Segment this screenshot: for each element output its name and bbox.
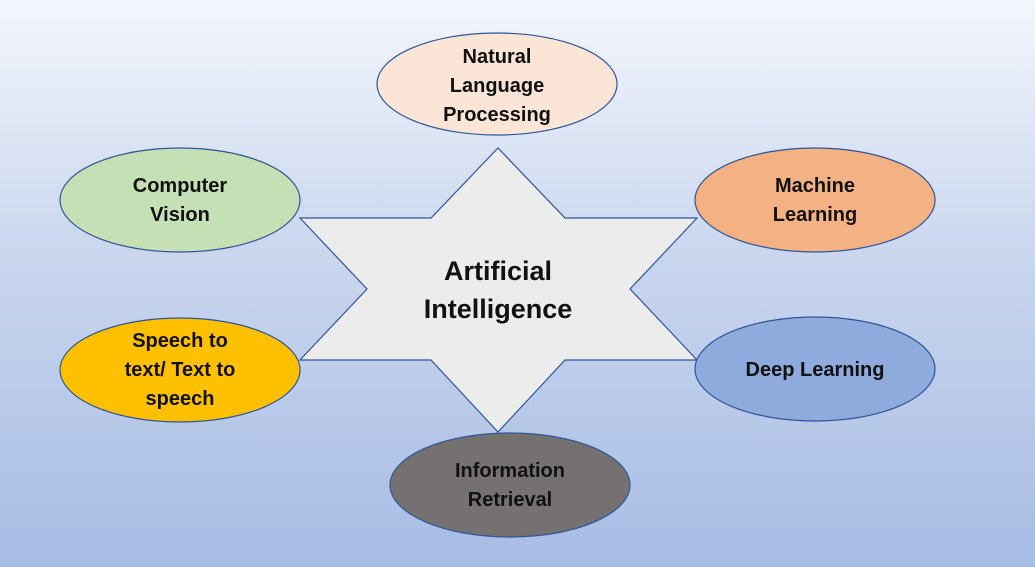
center-star-shape [298, 147, 699, 433]
node-label-line: Information [455, 460, 565, 482]
node-label-line: speech [146, 388, 215, 410]
node-label-line: Language [450, 75, 544, 97]
node-label-line: Natural [463, 46, 532, 68]
node-ellipse [376, 32, 618, 136]
node-label-line: Machine [775, 175, 855, 197]
node-label-line: Learning [773, 204, 857, 226]
node-label-line: text/ Text to [125, 359, 236, 381]
node-ellipse [694, 316, 936, 422]
node-ellipse [59, 317, 301, 423]
node-label-line: Deep Learning [746, 359, 885, 381]
node-label-line: Retrieval [468, 489, 553, 511]
node-deep-learning: Deep Learning [694, 316, 936, 422]
node-information-retrieval: Information Retrieval [389, 432, 631, 538]
node-ellipse [59, 147, 301, 253]
node-label-line: Vision [150, 204, 210, 226]
node-speech-to-text: Speech to text/ Text to speech [59, 317, 301, 423]
node-label-line: Computer [133, 175, 228, 197]
center-label-line-2: Intelligence [424, 294, 573, 324]
center-label-line-1: Artificial [444, 256, 552, 286]
node-natural-language-processing: Natural Language Processing [376, 32, 618, 136]
node-label-line: Processing [443, 104, 551, 126]
node-ellipse [389, 432, 631, 538]
node-label-line: Speech to [132, 330, 228, 352]
node-ellipse [694, 147, 936, 253]
node-computer-vision: Computer Vision [59, 147, 301, 253]
node-machine-learning: Machine Learning [694, 147, 936, 253]
